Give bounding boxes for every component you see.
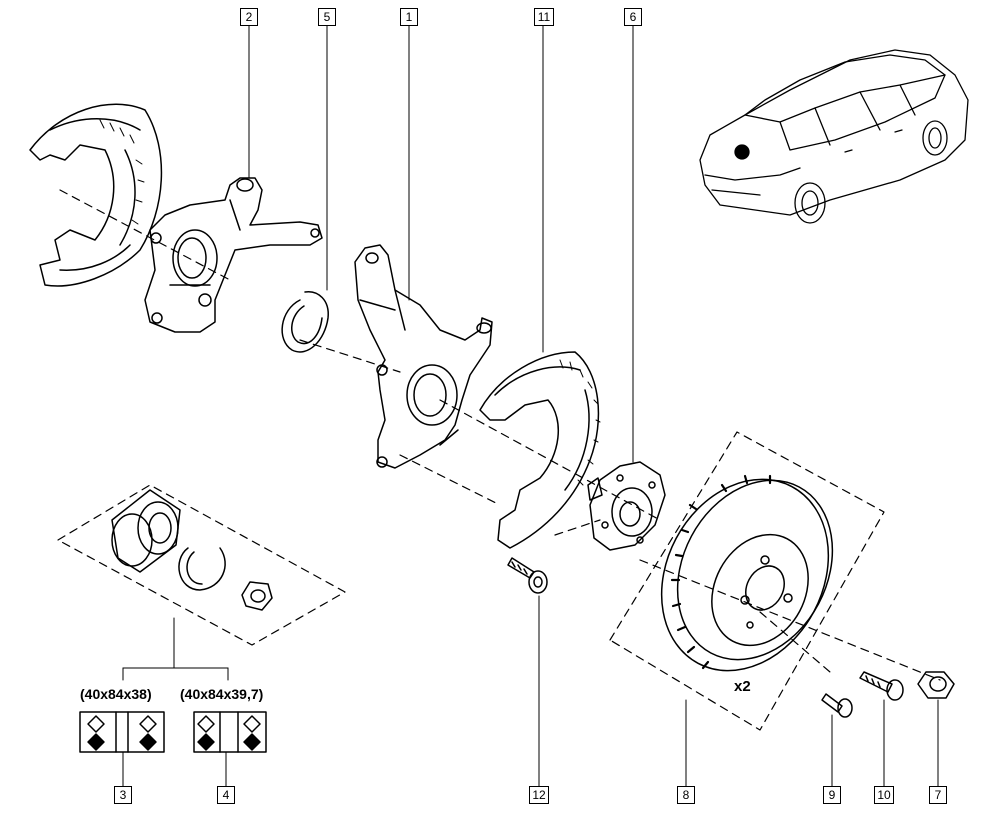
steering-knuckle-left — [144, 177, 323, 333]
disc-quantity-label: x2 — [734, 678, 751, 695]
bearing-kit — [57, 484, 346, 646]
callout-6: 6 — [624, 8, 642, 26]
disc-dashed-box — [609, 431, 885, 731]
callout-3: 3 — [114, 786, 132, 804]
screw-part-9 — [821, 693, 853, 718]
brake-disc — [609, 431, 885, 731]
circlip-part-5 — [281, 291, 329, 353]
leader-lines — [122, 25, 939, 787]
nut-part-7 — [917, 671, 955, 699]
callout-12: 12 — [529, 786, 549, 804]
callout-8: 8 — [677, 786, 695, 804]
assembly-axis-lines — [59, 189, 941, 681]
callout-5: 5 — [318, 8, 336, 26]
disc-vent-slots — [670, 474, 772, 670]
brake-shield-part-11 — [479, 351, 601, 549]
car-illustration — [699, 49, 969, 224]
callout-10: 10 — [874, 786, 894, 804]
steering-knuckle-main — [354, 244, 493, 469]
bearing-size-left: (40x84x38) — [80, 686, 152, 702]
callout-11: 11 — [534, 8, 554, 26]
bolt-part-12 — [507, 557, 548, 594]
callout-7: 7 — [929, 786, 947, 804]
bearing-symbol-left — [79, 711, 165, 753]
callout-1: 1 — [400, 8, 418, 26]
callout-9: 9 — [823, 786, 841, 804]
bolt-part-10 — [859, 671, 904, 701]
bearing-kit-dashed-box — [57, 484, 346, 646]
bearing-symbol-right — [193, 711, 267, 753]
wheel-hub — [587, 461, 666, 551]
shield-11-hatching — [559, 359, 601, 486]
brake-shield-left — [29, 103, 163, 287]
bearing-size-right: (40x84x39,7) — [180, 686, 264, 702]
callout-4: 4 — [217, 786, 235, 804]
shield-left-hatching — [99, 119, 145, 225]
callout-2: 2 — [240, 8, 258, 26]
